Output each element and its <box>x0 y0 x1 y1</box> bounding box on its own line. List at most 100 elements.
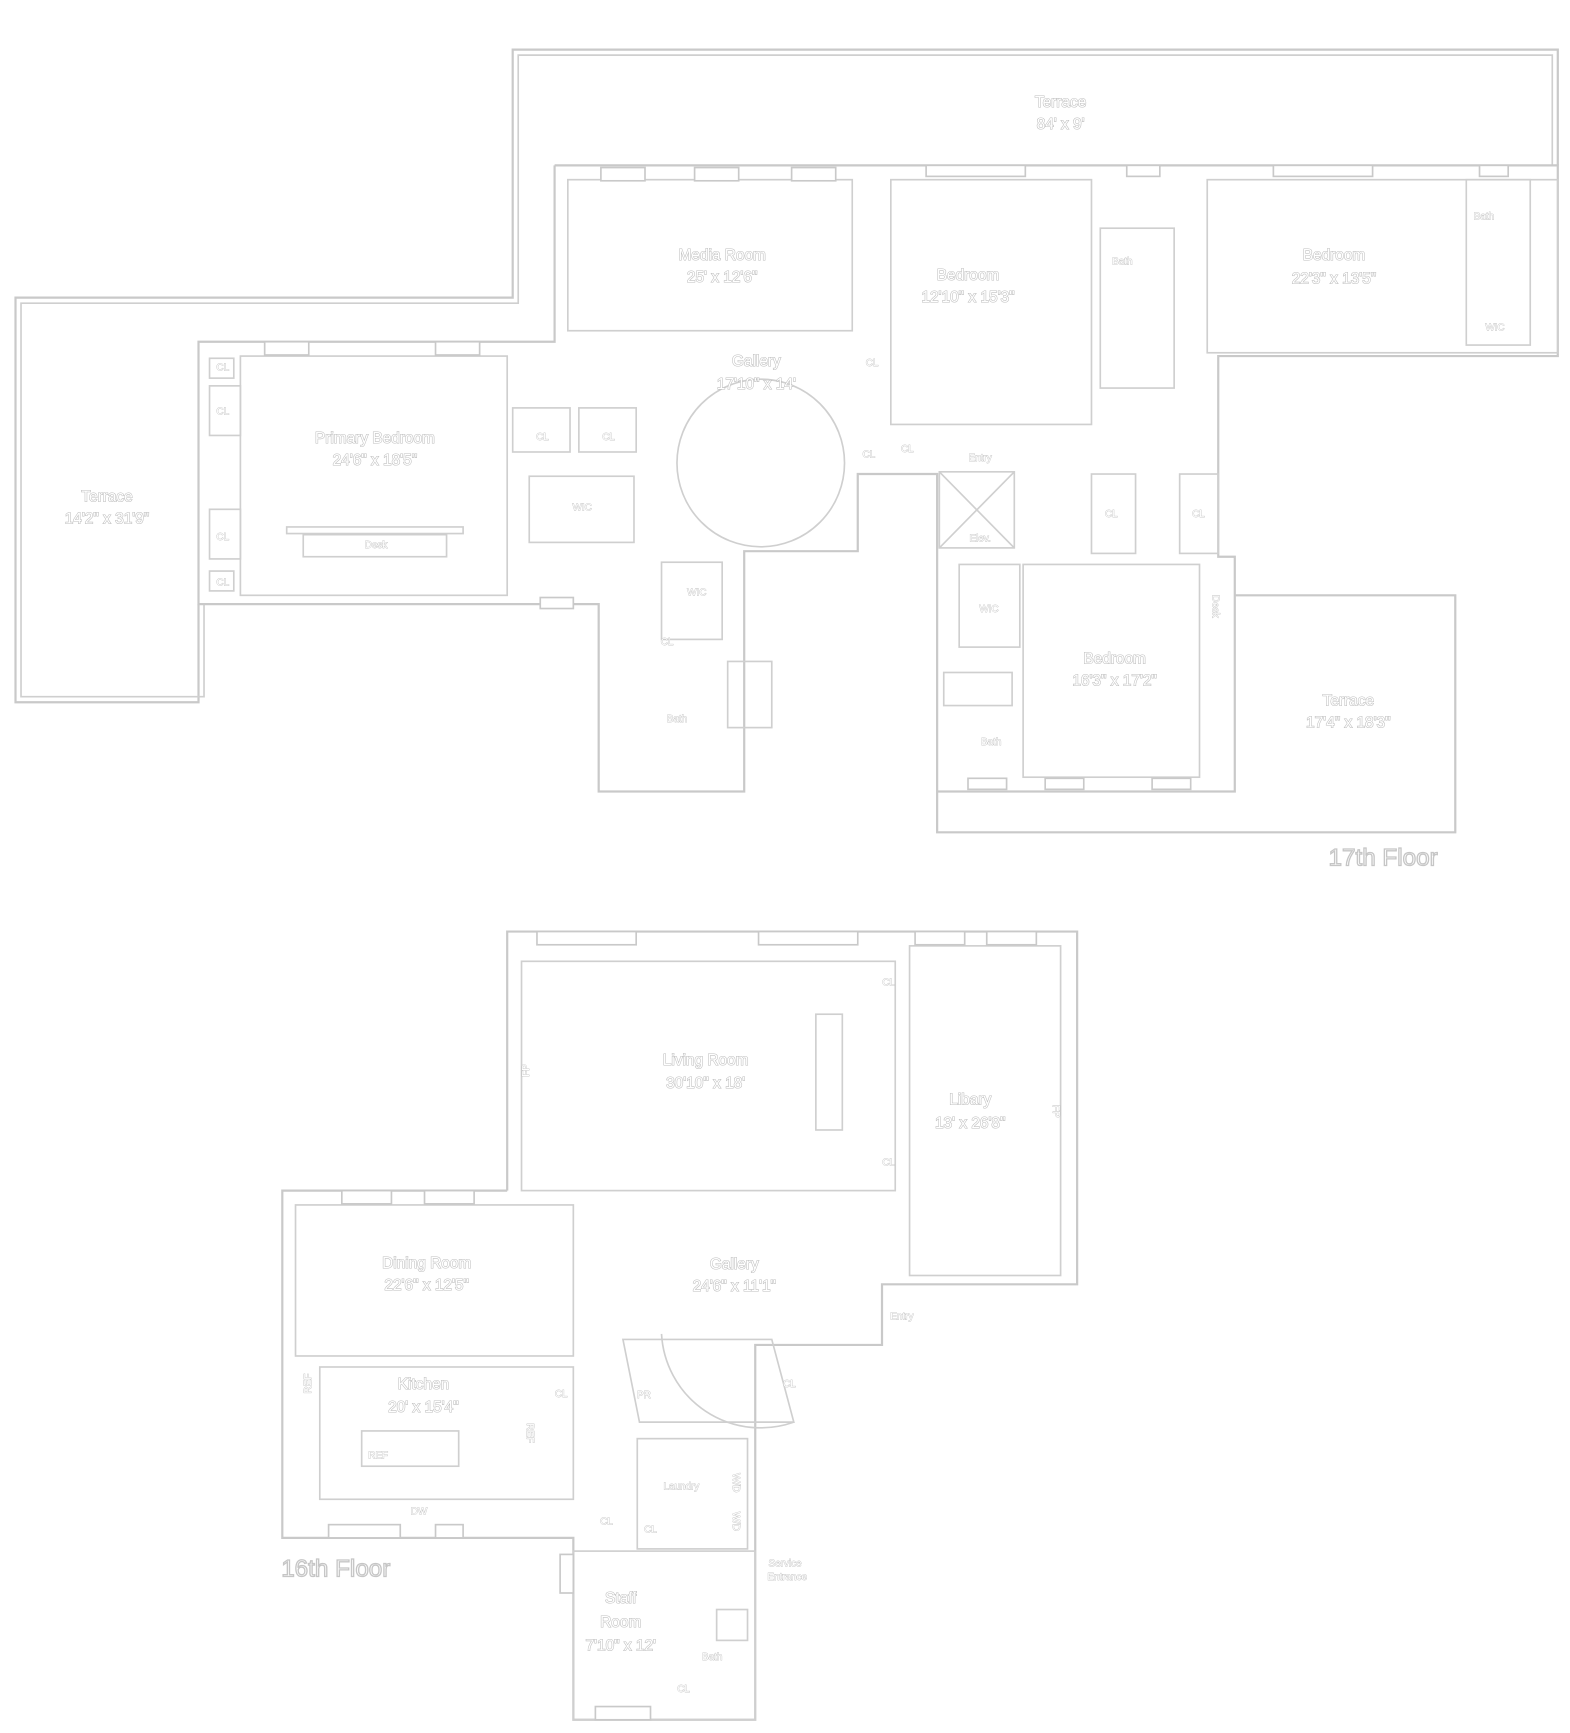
terrace-left-size: 14'2" x 31'9" <box>65 511 150 528</box>
desk <box>302 533 448 558</box>
living-room-name: Living Room <box>663 1052 749 1069</box>
cl-label: CL <box>216 362 229 373</box>
entry-label: Entry <box>969 453 992 464</box>
elevator-x <box>938 471 1015 549</box>
kitchen-size: 20' x 15'4" <box>388 1399 459 1416</box>
bedroom-a <box>890 178 1093 426</box>
cl-label: CL <box>677 1684 690 1695</box>
building-outline-16 <box>281 930 1079 1721</box>
terrace-top-size: 84' x 9' <box>1037 116 1085 133</box>
cl-label: CL <box>644 1524 657 1535</box>
gallery-17-name: Gallery <box>732 353 781 370</box>
closet <box>208 357 235 379</box>
kitchen-island <box>360 1430 460 1468</box>
dining-room-size: 22'6" x 12'5" <box>384 1277 469 1294</box>
terrace-boundary-top <box>14 48 1559 704</box>
gallery-16-name: Gallery <box>710 1256 759 1273</box>
desk-label: Desk <box>1210 595 1221 618</box>
floor-17: Terrace 84' x 9' Media Room 25' x 12'6" … <box>14 48 1559 872</box>
bath-label: Bath <box>1112 257 1132 268</box>
bedroom-b-name: Bedroom <box>1303 247 1366 264</box>
floor-17-title: 17th Floor <box>1328 844 1437 871</box>
wic-label: WIC <box>1485 323 1504 334</box>
terrace-right-size: 17'4" x 18'3" <box>1306 715 1391 732</box>
wic-primary <box>528 475 635 544</box>
cl-label: CL <box>783 1379 796 1390</box>
cl-label: CL <box>1105 509 1118 520</box>
media-room-size: 25' x 12'6" <box>687 269 758 286</box>
gallery-17-size: 17'10" x 14' <box>717 376 796 393</box>
closet <box>511 407 571 453</box>
bath-label: Bath <box>1474 211 1494 222</box>
desk-label: Desk <box>365 540 388 551</box>
cl-label: CL <box>901 444 914 455</box>
pr-label: PR <box>637 1390 651 1401</box>
laundry-label: Laundry <box>663 1481 699 1492</box>
bath-label: Bath <box>981 737 1001 748</box>
kitchen <box>318 1366 575 1501</box>
bedroom-a-name: Bedroom <box>937 267 1000 284</box>
wd-label: W/D <box>730 1512 741 1531</box>
bathtub <box>942 671 1013 707</box>
terrace-boundary-top-inner <box>20 54 1554 698</box>
ref-label: REF <box>524 1423 535 1443</box>
library-name: Libary <box>949 1092 991 1109</box>
cl-label: CL <box>555 1389 568 1400</box>
entry-label: Entry <box>890 1312 913 1323</box>
cl-label: CL <box>216 577 229 588</box>
kitchen-name: Kitchen <box>398 1376 449 1393</box>
staff-room-name-2: Room <box>600 1614 641 1631</box>
closet <box>1090 473 1137 555</box>
wic-2 <box>660 561 723 641</box>
closet <box>208 508 242 560</box>
bedroom-a-size: 12'10" x 15'3" <box>921 289 1014 306</box>
bedroom-b <box>1206 178 1559 354</box>
dining-room <box>294 1204 575 1357</box>
cl-label: CL <box>882 978 895 989</box>
building-outline-17 <box>197 164 1559 793</box>
fp-label: FP <box>1050 1105 1061 1118</box>
staff-room <box>572 1550 757 1721</box>
primary-bedroom-size: 24'6" x 18'5" <box>333 452 418 469</box>
closet <box>208 570 235 592</box>
terrace-top-name: Terrace <box>1035 94 1086 111</box>
staff-room-size: 7'10" x 12' <box>585 1637 656 1654</box>
closet <box>1178 473 1220 555</box>
cl-label: CL <box>600 1517 613 1528</box>
desk-top <box>285 526 464 535</box>
bedroom-c-name: Bedroom <box>1083 651 1146 668</box>
dining-room-name: Dining Room <box>382 1255 471 1272</box>
service-label-2: Entrance <box>767 1572 807 1583</box>
bedroom-b-size: 22'3" x 13'5" <box>1292 270 1377 287</box>
library-size: 13' x 26'8" <box>935 1115 1006 1132</box>
staff-room-name-1: Staff <box>605 1590 637 1607</box>
living-room <box>520 960 897 1192</box>
primary-bedroom <box>239 355 509 597</box>
windows-16 <box>327 930 1038 1721</box>
wd-label: W/D <box>730 1473 741 1492</box>
gallery-16-size: 24'6" x 11'1" <box>693 1278 776 1295</box>
spiral-stair <box>676 378 846 548</box>
floor-16: Living Room 30'10" x 18' Libary 13' x 26… <box>281 930 1079 1721</box>
laundry <box>636 1437 749 1550</box>
windows-17 <box>263 164 1510 791</box>
library <box>908 945 1062 1277</box>
bedroom-c <box>1022 563 1201 779</box>
bath-label: Bath <box>702 1652 722 1663</box>
terrace-right-boundary <box>936 594 1457 834</box>
cl-label: CL <box>536 432 549 443</box>
closet <box>578 407 638 453</box>
primary-bedroom-name: Primary Bedroom <box>315 430 435 447</box>
ref-label: REF <box>368 1450 388 1461</box>
media-room-name: Media Room <box>678 247 765 264</box>
bath-label: Bath <box>667 714 687 725</box>
floor-16-title: 16th Floor <box>281 1555 390 1582</box>
elevator <box>938 471 1016 549</box>
wic-3 <box>958 563 1021 648</box>
cl-label: CL <box>661 637 674 648</box>
fp-label: FP <box>521 1064 532 1077</box>
cl-label: CL <box>602 432 615 443</box>
shower <box>715 1608 749 1642</box>
spiral-stair <box>660 1333 795 1429</box>
